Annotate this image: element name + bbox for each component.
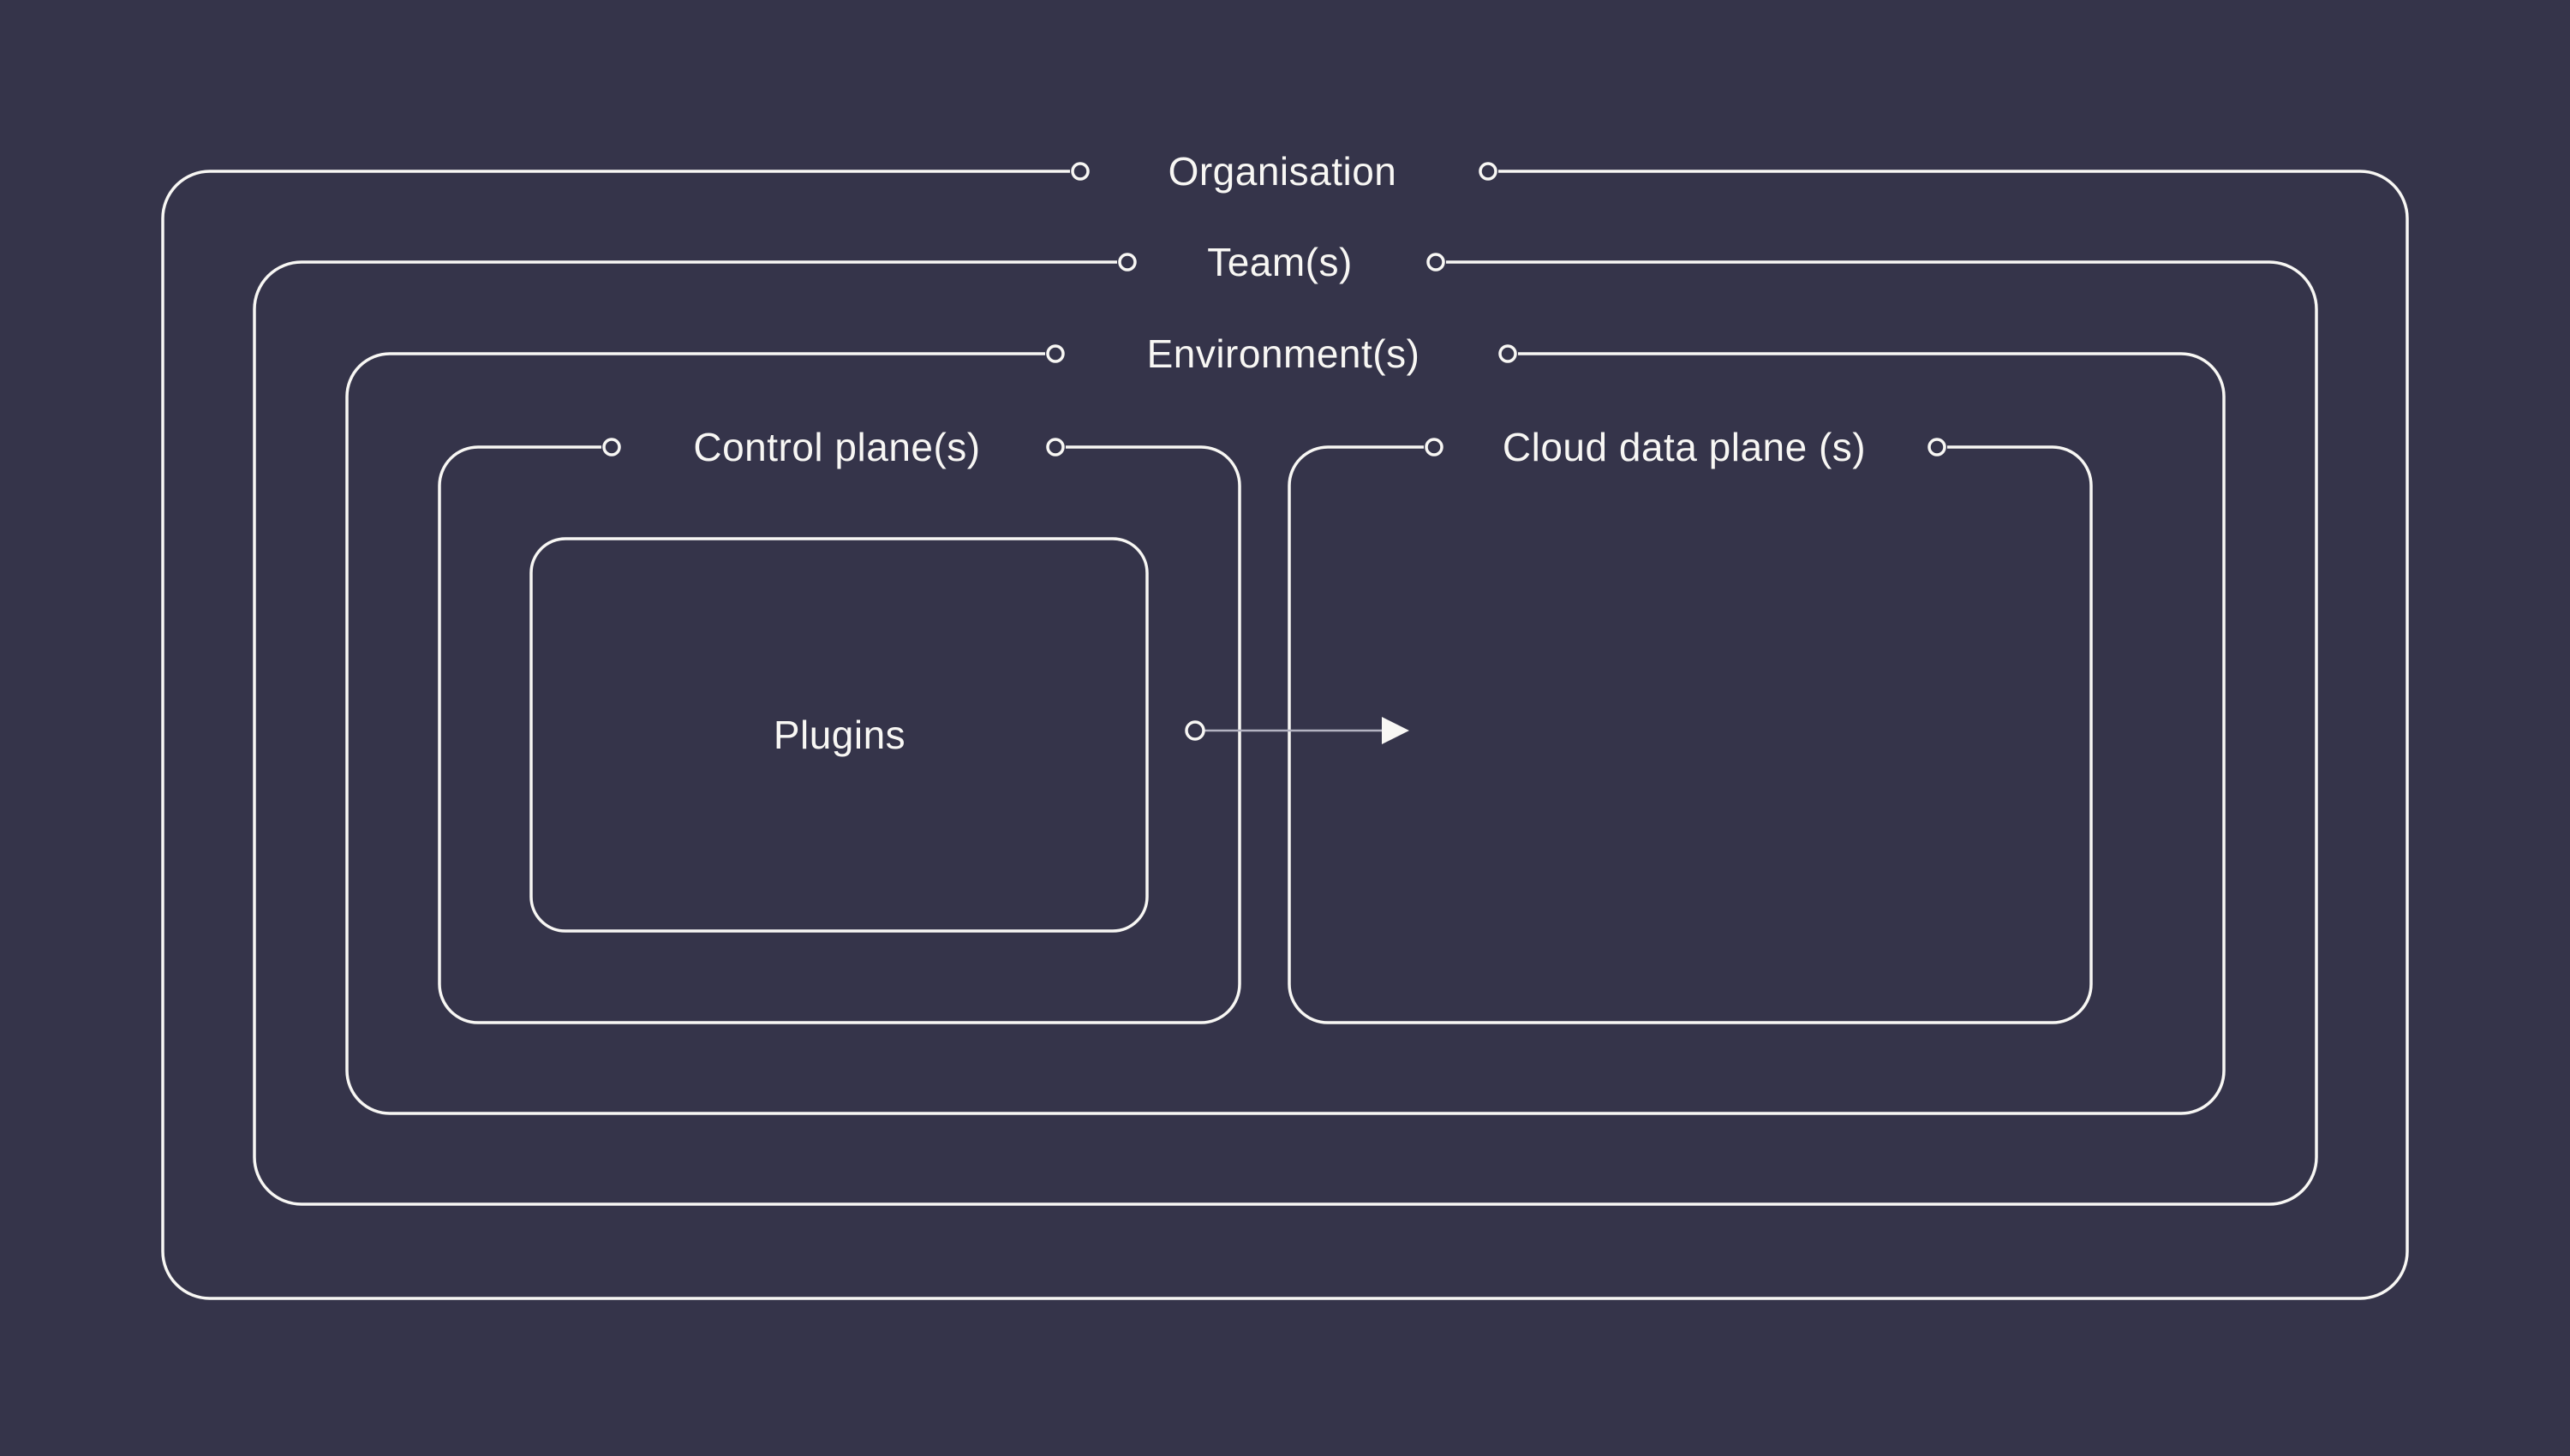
teams-label-gap bbox=[1117, 255, 1446, 269]
control-plane-dot-left-icon bbox=[602, 438, 621, 456]
plugins-label: Plugins bbox=[774, 713, 905, 757]
control-plane-dot-right-icon bbox=[1046, 438, 1065, 456]
arrowhead-icon bbox=[1382, 717, 1409, 744]
arrow-start-dot-icon bbox=[1185, 720, 1205, 741]
control-plane-label-gap bbox=[601, 440, 1066, 454]
environments-dot-right-icon bbox=[1498, 344, 1517, 363]
cloud-data-plane-dot-right-icon bbox=[1928, 438, 1946, 456]
teams-label: Team(s) bbox=[1207, 240, 1353, 284]
teams-dot-right-icon bbox=[1426, 253, 1445, 272]
organisation-dot-left-icon bbox=[1071, 162, 1090, 181]
environments-label: Environment(s) bbox=[1147, 331, 1420, 376]
organisation-label-gap bbox=[1070, 164, 1498, 178]
cloud-data-plane-label-gap bbox=[1424, 440, 1947, 454]
organisation-dot-right-icon bbox=[1479, 162, 1497, 181]
teams-dot-left-icon bbox=[1118, 253, 1137, 272]
cloud-data-plane-label: Cloud data plane (s) bbox=[1503, 425, 1866, 469]
environments-dot-left-icon bbox=[1046, 344, 1065, 363]
cloud-data-plane-dot-left-icon bbox=[1425, 438, 1443, 456]
plugins-to-cloud-arrow bbox=[1185, 717, 1409, 744]
control-plane-label: Control plane(s) bbox=[693, 425, 980, 469]
plugins-box bbox=[529, 537, 1149, 933]
environments-label-gap bbox=[1045, 347, 1518, 361]
organisation-label: Organisation bbox=[1168, 149, 1397, 194]
